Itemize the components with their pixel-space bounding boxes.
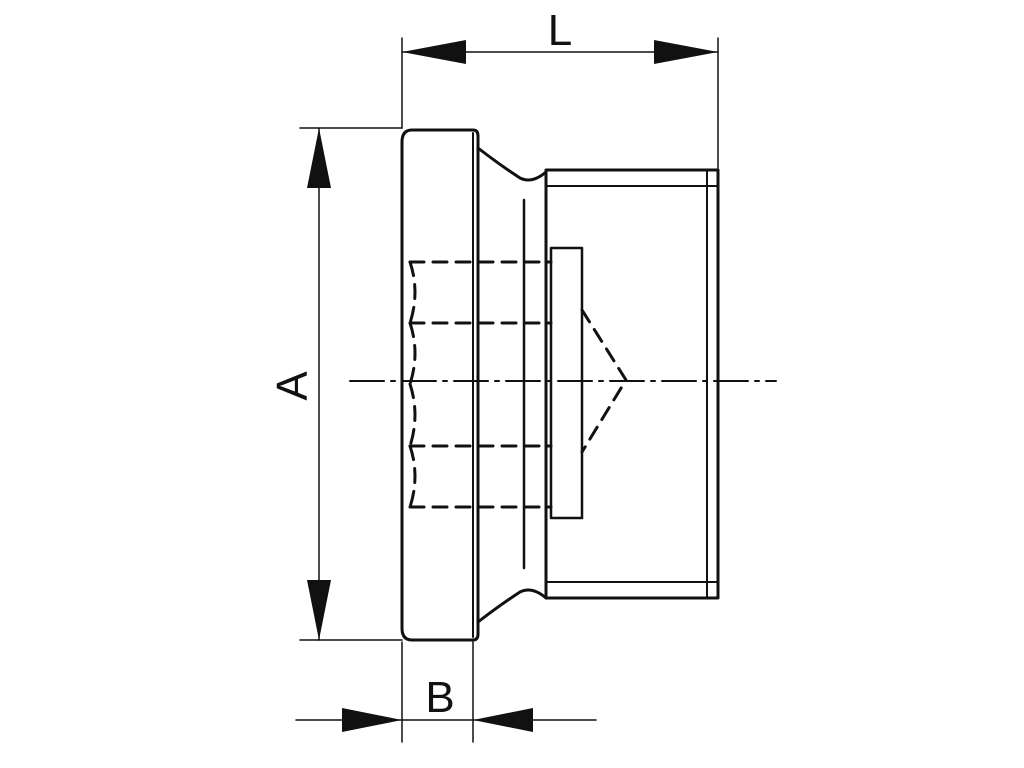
- arrow-L-left: [402, 40, 466, 64]
- hidden-arc-top: [408, 260, 417, 325]
- arrow-B-right: [473, 708, 533, 732]
- hidden-arc-bottom: [408, 444, 417, 509]
- neck-top-curve: [476, 146, 548, 182]
- neck-bottom-curve: [476, 588, 548, 624]
- arrow-A-top: [307, 128, 331, 188]
- label-L: L: [548, 6, 572, 55]
- arrow-A-bottom: [307, 580, 331, 640]
- hidden-arc-mid-bottom: [408, 382, 417, 448]
- arrow-L-right: [654, 40, 718, 64]
- arrow-B-left: [342, 708, 402, 732]
- label-B: B: [425, 673, 454, 722]
- inner-bore: [549, 246, 584, 520]
- hidden-arc-mid-top: [408, 321, 417, 386]
- flange-outline: [400, 128, 480, 642]
- threaded-body: [544, 168, 720, 600]
- hidden-lines: [408, 260, 628, 509]
- label-A: A: [268, 371, 317, 401]
